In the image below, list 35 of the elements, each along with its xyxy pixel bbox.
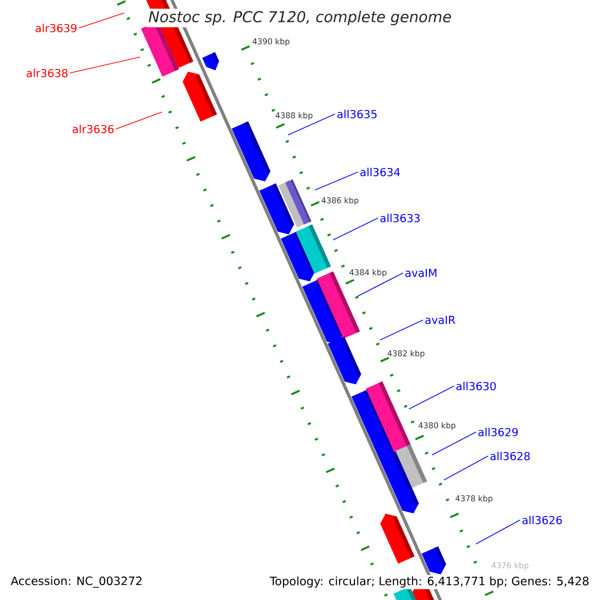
leader-line	[288, 114, 336, 136]
leader-line	[380, 320, 424, 340]
gene-label: alr3639	[36, 24, 77, 32]
tick-label: 4378 kbp	[456, 495, 492, 503]
gene-label: alr3638	[26, 68, 68, 78]
tick-label: 4376 kbp	[492, 562, 528, 570]
gene-label: alr3636	[72, 124, 114, 134]
leader-line	[408, 386, 454, 410]
tick-label: 4384 kbp	[350, 269, 386, 277]
gene-label: avaIR	[425, 316, 456, 324]
gene-label: all3635	[337, 110, 377, 118]
gene-label: all3626	[522, 516, 562, 524]
gene-label: all3630	[456, 382, 496, 390]
leader-line	[432, 432, 476, 456]
leader-line	[70, 56, 140, 74]
tick-label: 4386 kbp	[322, 197, 358, 205]
leader-line	[444, 456, 488, 480]
tick-label: 4382 kbp	[388, 350, 424, 358]
tick-label: 4380 kbp	[418, 422, 456, 430]
gene-label: all3629	[478, 428, 518, 436]
footer-text: Topology: circular; Length: 6,413,771 bp; Genes: 5,428	[268, 574, 591, 590]
leader-line	[332, 218, 378, 240]
title: Nostoc sp. PCC 7120, complete genome	[146, 8, 454, 28]
gene-label: all3633	[380, 214, 420, 222]
tick-label: 4388 kbp	[276, 112, 312, 120]
leader-line	[116, 112, 162, 130]
leader-line	[358, 272, 404, 296]
gene-label: all3634	[360, 168, 400, 176]
gene-label: all3628	[490, 452, 530, 460]
leader-line	[314, 172, 358, 190]
gene-label: avaIM	[405, 268, 436, 278]
tick-label: 4390 kbp	[252, 38, 290, 46]
leader-line	[476, 520, 520, 544]
footer-text: Accession: NC_003272	[9, 574, 144, 590]
leader-line	[78, 12, 124, 28]
